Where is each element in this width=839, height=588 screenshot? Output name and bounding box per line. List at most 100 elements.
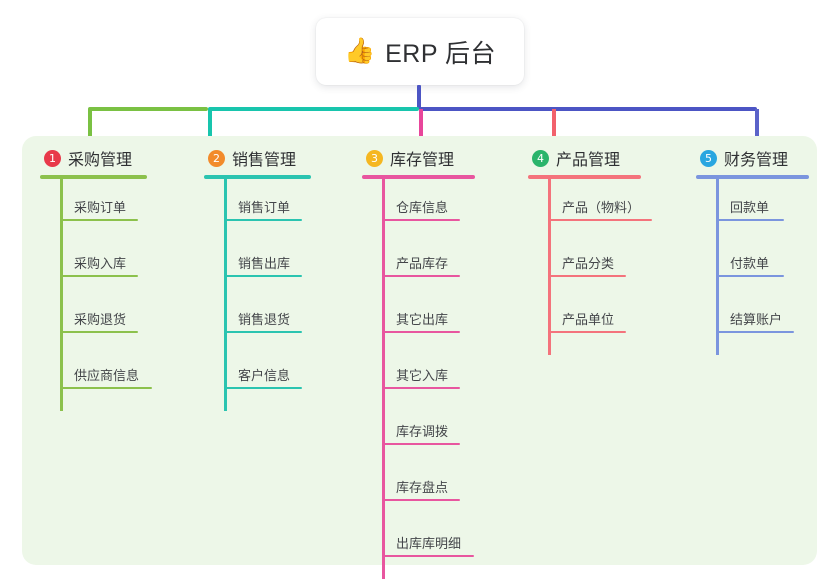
branch-items-procurement: 采购订单采购入库采购退货供应商信息 xyxy=(40,179,152,411)
branch-spine xyxy=(716,179,719,355)
branch-title: 库存管理 xyxy=(390,152,455,169)
leaf-node[interactable]: 仓库信息 xyxy=(362,179,475,235)
leaf-node[interactable]: 库存调拨 xyxy=(362,403,475,459)
leaf-label: 其它入库 xyxy=(396,368,449,383)
leaf-label: 产品库存 xyxy=(396,256,449,271)
leaf-underline xyxy=(60,275,138,277)
leaf-node[interactable]: 产品（物料） xyxy=(528,179,652,235)
leaf-underline xyxy=(548,331,626,333)
leaf-label: 库存盘点 xyxy=(396,480,449,495)
leaf-label: 付款单 xyxy=(730,256,770,271)
branch-underline xyxy=(528,175,641,179)
leaf-node[interactable]: 结算账户 xyxy=(696,291,809,347)
branch-underline xyxy=(696,175,809,179)
leaf-node[interactable]: 销售退货 xyxy=(204,291,311,347)
branch-number-badge: 1 xyxy=(44,149,61,167)
root-node[interactable]: 👍 ERP 后台 xyxy=(316,18,524,85)
branch-header-product[interactable]: 4 产品管理 xyxy=(528,146,641,170)
leaf-node[interactable]: 回款单 xyxy=(696,179,809,235)
branch-title: 产品管理 xyxy=(556,152,621,169)
branch-spine xyxy=(382,179,385,579)
leaf-node[interactable]: 供应商信息 xyxy=(40,347,152,403)
leaf-underline xyxy=(60,219,138,221)
leaf-underline xyxy=(548,275,626,277)
leaf-label: 销售出库 xyxy=(238,256,291,271)
branch-items-finance: 回款单付款单结算账户 xyxy=(696,179,809,355)
branch-header-procurement[interactable]: 1 采购管理 xyxy=(40,146,147,170)
leaf-underline xyxy=(60,331,138,333)
leaf-label: 销售退货 xyxy=(238,312,291,327)
leaf-underline xyxy=(382,387,460,389)
leaf-underline xyxy=(382,499,460,501)
branch-column-inventory: 3 库存管理仓库信息产品库存其它出库其它入库库存调拨库存盘点出库库明细 xyxy=(362,146,475,579)
branch-spine xyxy=(60,179,63,411)
branch-column-sales: 2 销售管理销售订单销售出库销售退货客户信息 xyxy=(204,146,311,411)
branch-title: 财务管理 xyxy=(724,152,789,169)
drop-red xyxy=(552,109,556,138)
leaf-underline xyxy=(382,555,474,557)
trunk-teal xyxy=(208,107,419,111)
leaf-underline xyxy=(382,219,460,221)
leaf-label: 采购订单 xyxy=(74,200,127,215)
leaf-label: 供应商信息 xyxy=(74,368,140,383)
leaf-node[interactable]: 产品库存 xyxy=(362,235,475,291)
branch-spine xyxy=(224,179,227,411)
leaf-underline xyxy=(224,331,302,333)
leaf-underline xyxy=(716,331,794,333)
drop-pink xyxy=(419,109,423,138)
leaf-node[interactable]: 采购入库 xyxy=(40,235,147,291)
branch-title: 采购管理 xyxy=(68,152,133,169)
root-stem-connector xyxy=(417,85,421,109)
branch-number-badge: 4 xyxy=(532,149,549,167)
leaf-label: 出库库明细 xyxy=(396,536,462,551)
leaf-underline xyxy=(224,275,302,277)
leaf-label: 采购入库 xyxy=(74,256,127,271)
leaf-node[interactable]: 采购订单 xyxy=(40,179,147,235)
leaf-underline xyxy=(716,275,784,277)
leaf-underline xyxy=(548,219,652,221)
leaf-node[interactable]: 其它出库 xyxy=(362,291,475,347)
leaf-label: 采购退货 xyxy=(74,312,127,327)
leaf-label: 产品分类 xyxy=(562,256,615,271)
thumbs-up-icon: 👍 xyxy=(343,37,376,65)
branch-number-badge: 3 xyxy=(366,149,383,167)
leaf-node[interactable]: 客户信息 xyxy=(204,347,311,403)
leaf-underline xyxy=(382,331,460,333)
leaf-label: 客户信息 xyxy=(238,368,291,383)
branch-header-inventory[interactable]: 3 库存管理 xyxy=(362,146,475,170)
branch-number-badge: 2 xyxy=(208,149,225,167)
branch-underline xyxy=(40,175,147,179)
leaf-node[interactable]: 销售出库 xyxy=(204,235,311,291)
branch-header-sales[interactable]: 2 销售管理 xyxy=(204,146,311,170)
drop-indigo xyxy=(755,109,759,138)
leaf-node[interactable]: 销售订单 xyxy=(204,179,311,235)
drop-green xyxy=(88,109,92,138)
branch-items-inventory: 仓库信息产品库存其它出库其它入库库存调拨库存盘点出库库明细 xyxy=(362,179,475,579)
leaf-label: 仓库信息 xyxy=(396,200,449,215)
branch-items-sales: 销售订单销售出库销售退货客户信息 xyxy=(204,179,311,411)
leaf-underline xyxy=(716,219,784,221)
branch-title: 销售管理 xyxy=(232,152,297,169)
leaf-node[interactable]: 产品单位 xyxy=(528,291,641,347)
branch-column-procurement: 1 采购管理采购订单采购入库采购退货供应商信息 xyxy=(40,146,152,411)
leaf-underline xyxy=(224,219,302,221)
leaf-node[interactable]: 付款单 xyxy=(696,235,809,291)
leaf-node[interactable]: 出库库明细 xyxy=(362,515,475,571)
leaf-node[interactable]: 其它入库 xyxy=(362,347,475,403)
leaf-label: 回款单 xyxy=(730,200,770,215)
leaf-label: 产品（物料） xyxy=(562,200,641,215)
leaf-node[interactable]: 产品分类 xyxy=(528,235,641,291)
leaf-label: 产品单位 xyxy=(562,312,615,327)
leaf-underline xyxy=(382,443,460,445)
branches-panel xyxy=(22,136,817,565)
leaf-label: 库存调拨 xyxy=(396,424,449,439)
leaf-node[interactable]: 采购退货 xyxy=(40,291,147,347)
branch-spine xyxy=(548,179,551,355)
trunk-green xyxy=(88,107,208,111)
leaf-label: 其它出库 xyxy=(396,312,449,327)
root-node-content: 👍 ERP 后台 xyxy=(344,34,496,70)
leaf-node[interactable]: 库存盘点 xyxy=(362,459,475,515)
